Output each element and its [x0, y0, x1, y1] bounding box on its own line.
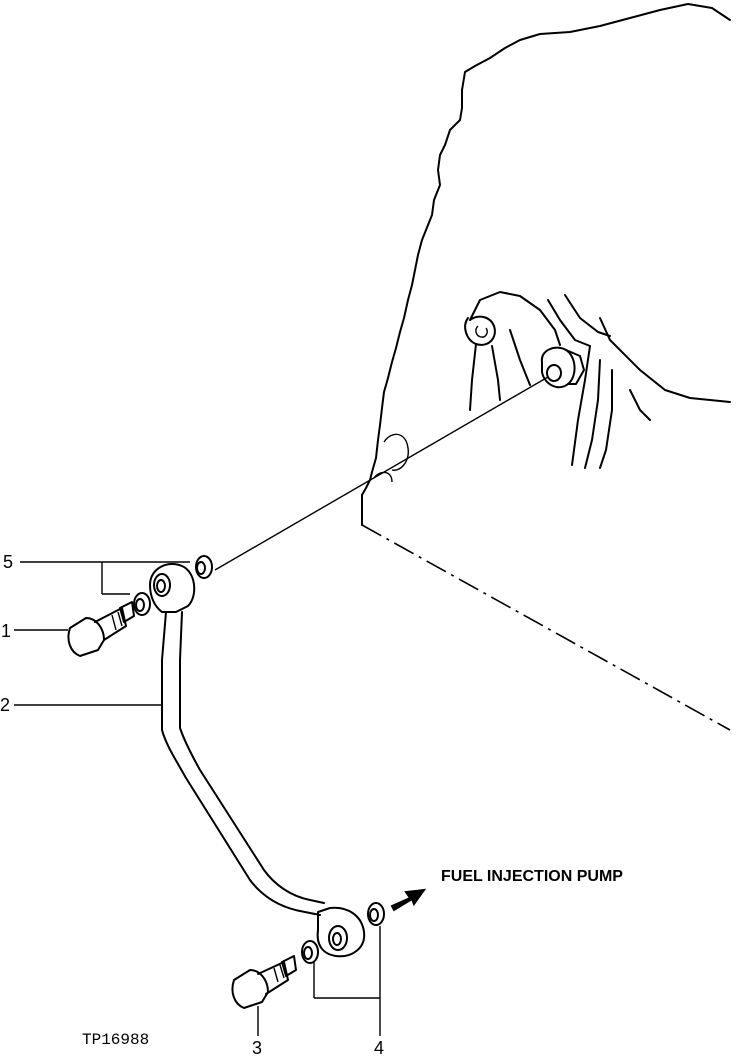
banjo-bolt-upper-thread [119, 601, 135, 623]
sealing-washer-upper-inner [133, 592, 151, 616]
banjo-bolt-lower-head [231, 969, 269, 1009]
callout-3: 3 [252, 1038, 262, 1056]
sealing-washer-upper-outer [195, 555, 213, 579]
figure-id: TP16988 [82, 1031, 149, 1049]
sealing-washer-lower-outer [367, 902, 385, 926]
sealing-washer-lower-inner [301, 940, 319, 964]
callout-4: 4 [374, 1038, 384, 1056]
callout-1: 1 [1, 621, 11, 641]
engine-block [361, 3, 731, 731]
alignment-line [214, 376, 549, 571]
banjo-eye-lower [316, 906, 366, 958]
block-fuel-port [546, 364, 562, 382]
leader-lines [14, 561, 381, 1036]
arrow-to-pump-icon [390, 888, 427, 912]
banjo-eye-upper [149, 563, 196, 613]
callout-2: 2 [0, 695, 10, 715]
fuel-line-pipe [161, 611, 325, 916]
banjo-bolt-upper-shank [94, 607, 127, 641]
destination-label: FUEL INJECTION PUMP [441, 868, 623, 885]
callout-5: 5 [3, 552, 13, 572]
upper-banjo-assembly [67, 555, 213, 657]
banjo-bolt-upper-head [67, 617, 105, 657]
lower-banjo-assembly [231, 902, 385, 1009]
banjo-bolt-lower-thread [281, 955, 297, 977]
banjo-bolt-lower-shank [257, 961, 289, 995]
